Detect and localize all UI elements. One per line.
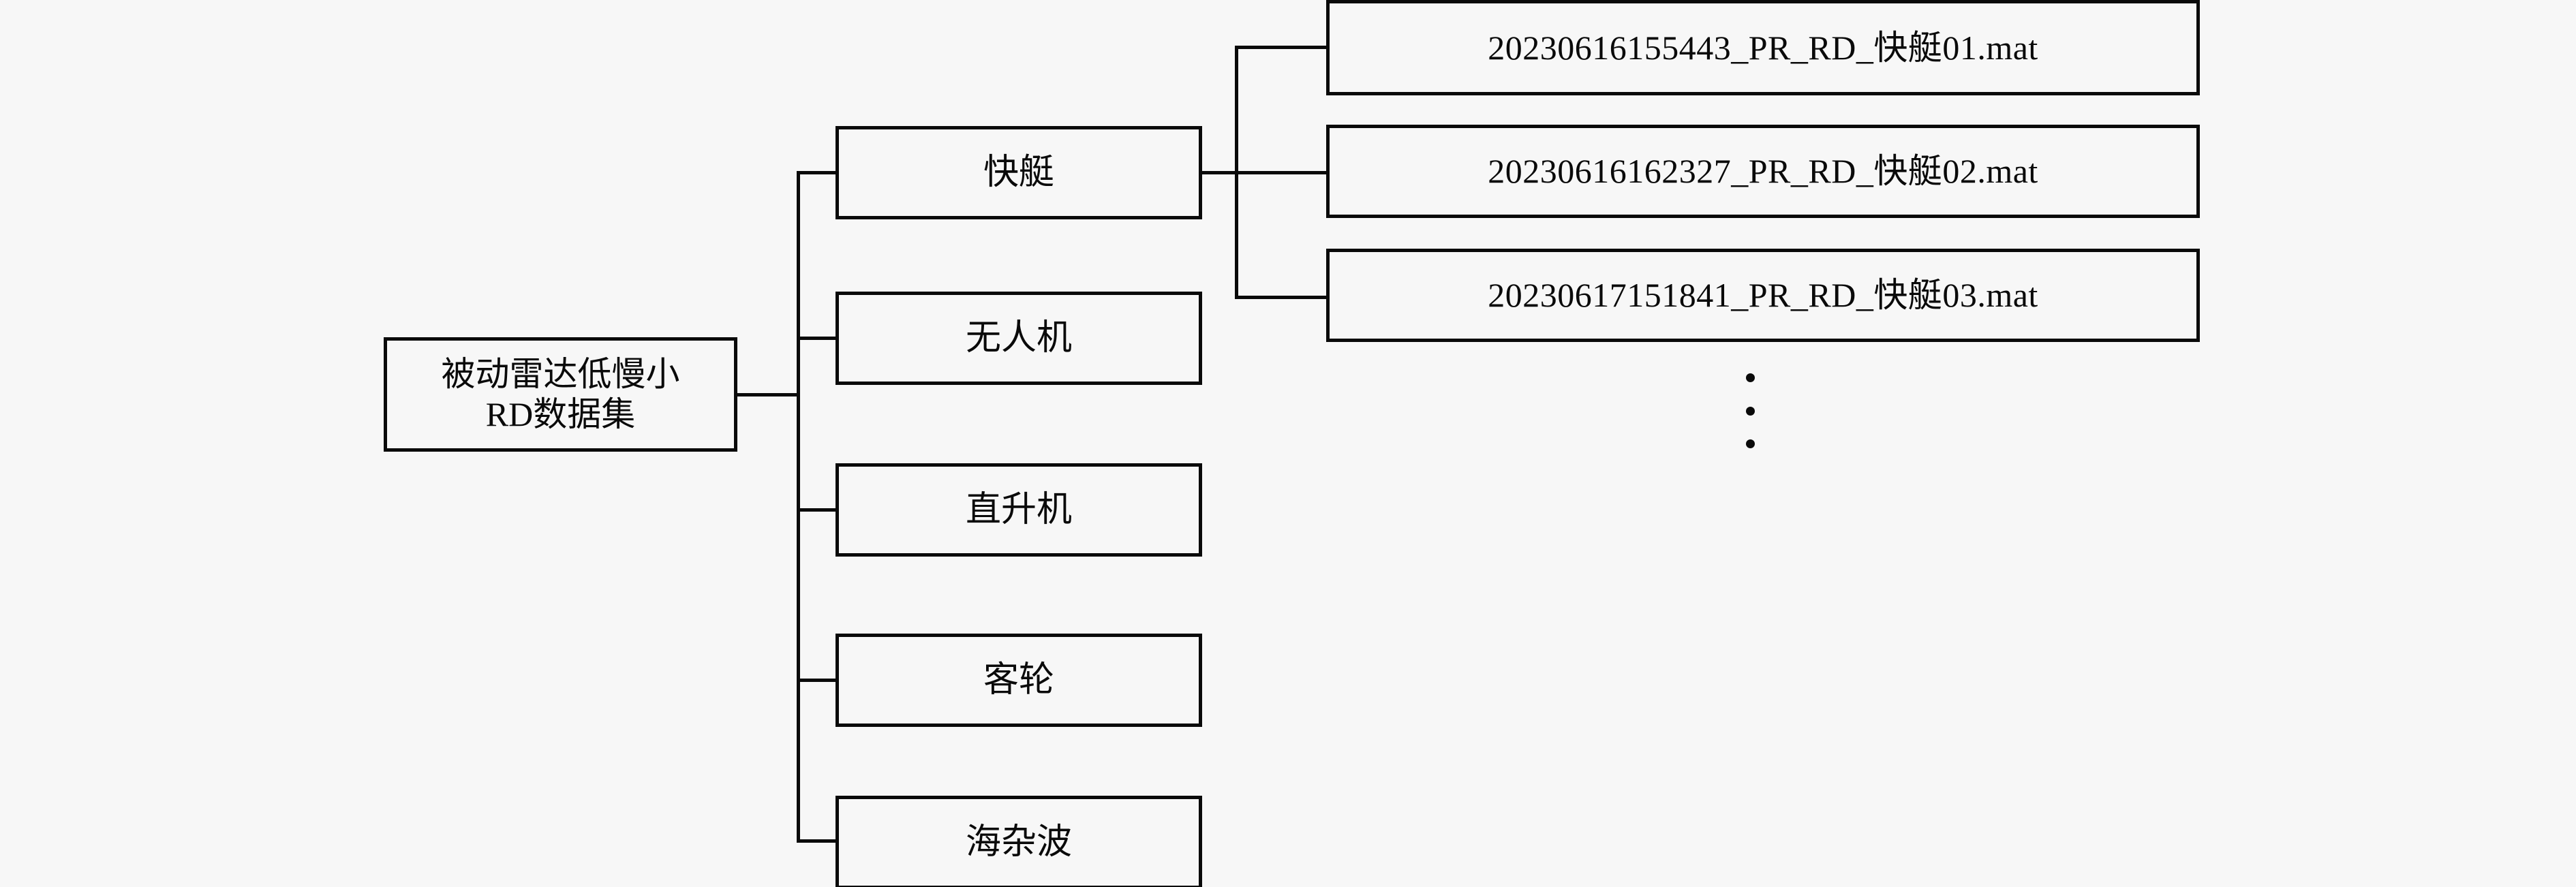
category-node-uav: 无人机 [835,292,1202,385]
file-node-0: 20230616155443_PR_RD_快艇01.mat [1326,0,2200,95]
connector-trunk-to-category-3 [797,679,838,682]
connector-category-trunk [797,171,800,841]
category-node-speedboat: 快艇 [835,126,1202,219]
category-node-passenger-ship: 客轮 [835,634,1202,727]
connector-trunk-to-file-2 [1235,296,1329,299]
connector-trunk-to-file-0 [1235,46,1329,49]
file-node-1: 20230616162327_PR_RD_快艇02.mat [1326,125,2200,218]
vertical-ellipsis-icon [1731,373,1769,448]
connector-trunk-to-category-2 [797,508,838,512]
category-node-helicopter: 直升机 [835,463,1202,557]
ellipsis-dot [1745,439,1755,448]
connector-category-to-file-trunk [1199,171,1239,174]
file-node-2: 20230617151841_PR_RD_快艇03.mat [1326,249,2200,342]
connector-trunk-to-category-1 [797,337,838,340]
connector-root-to-trunk [737,393,800,396]
root-node-dataset: 被动雷达低慢小 RD数据集 [384,337,737,452]
connector-trunk-to-file-1 [1235,171,1329,174]
connector-trunk-to-category-4 [797,839,838,843]
ellipsis-dot [1745,406,1755,416]
category-node-sea-clutter: 海杂波 [835,796,1202,887]
connector-trunk-to-category-0 [797,171,838,174]
ellipsis-dot [1745,373,1755,382]
